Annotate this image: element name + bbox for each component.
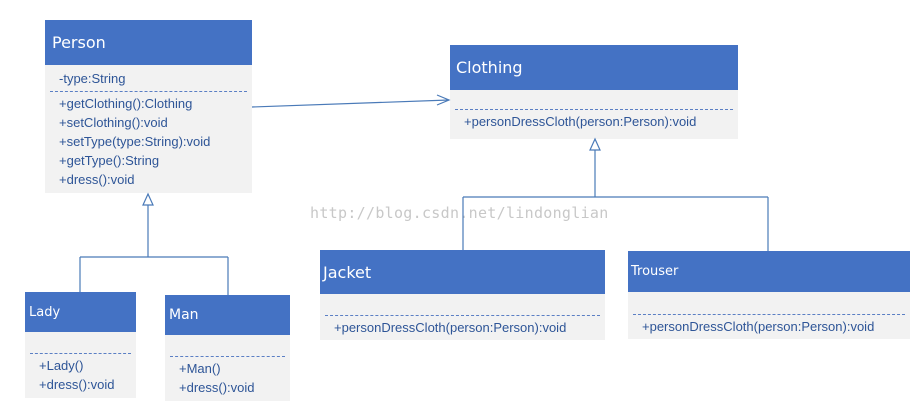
operation-section: +Lady() +dress():void bbox=[25, 354, 136, 396]
operation-get-type: +getType():String bbox=[59, 153, 160, 168]
class-person-body: -type:String +getClothing():Clothing +se… bbox=[45, 65, 252, 193]
class-jacket-body: +personDressCloth(person:Person):void bbox=[320, 294, 605, 340]
operation-get-clothing: +getClothing():Clothing bbox=[59, 96, 193, 111]
operation-section: +Man() +dress():void bbox=[165, 357, 290, 399]
section-divider bbox=[50, 91, 247, 92]
attribute-section: -type:String bbox=[45, 65, 252, 91]
inheritance-person bbox=[79, 192, 229, 295]
association-arrow bbox=[251, 94, 451, 108]
operation-person-dress-cloth: +personDressCloth(person:Person):void bbox=[334, 320, 567, 335]
operation-set-type: +setType(type:String):void bbox=[59, 134, 211, 149]
class-man[interactable]: Man +Man() +dress():void bbox=[165, 295, 290, 401]
class-trouser-title: Trouser bbox=[628, 251, 910, 292]
class-lady-title: Lady bbox=[25, 292, 136, 332]
inheritance-clothing bbox=[462, 137, 769, 251]
class-lady[interactable]: Lady +Lady() +dress():void bbox=[25, 292, 136, 398]
operation-person-dress-cloth: +personDressCloth(person:Person):void bbox=[464, 114, 697, 129]
operation-section: +personDressCloth(person:Person):void bbox=[320, 316, 605, 339]
attribute-type: -type:String bbox=[59, 71, 126, 86]
operation-dress: +dress():void bbox=[59, 172, 135, 187]
operation-section: +getClothing():Clothing +setClothing():v… bbox=[45, 92, 252, 191]
section-divider bbox=[30, 353, 131, 354]
class-jacket[interactable]: Jacket +personDressCloth(person:Person):… bbox=[320, 250, 605, 340]
operation-man-constructor: +Man() bbox=[179, 361, 221, 376]
operation-section: +personDressCloth(person:Person):void bbox=[450, 110, 738, 133]
class-clothing-body: +personDressCloth(person:Person):void bbox=[450, 90, 738, 139]
class-clothing-title: Clothing bbox=[450, 45, 738, 90]
class-man-body: +Man() +dress():void bbox=[165, 335, 290, 401]
operation-set-clothing: +setClothing():void bbox=[59, 115, 168, 130]
operation-lady-constructor: +Lady() bbox=[39, 358, 84, 373]
class-trouser[interactable]: Trouser +personDressCloth(person:Person)… bbox=[628, 251, 910, 339]
class-man-title: Man bbox=[165, 295, 290, 335]
operation-dress: +dress():void bbox=[179, 380, 255, 395]
operation-section: +personDressCloth(person:Person):void bbox=[628, 315, 910, 338]
operation-person-dress-cloth: +personDressCloth(person:Person):void bbox=[642, 319, 875, 334]
class-trouser-body: +personDressCloth(person:Person):void bbox=[628, 292, 910, 339]
section-divider bbox=[170, 356, 285, 357]
section-divider bbox=[633, 314, 905, 315]
class-person-title: Person bbox=[45, 20, 252, 65]
section-divider bbox=[325, 315, 600, 316]
class-clothing[interactable]: Clothing +personDressCloth(person:Person… bbox=[450, 45, 738, 139]
watermark: http://blog.csdn.net/lindonglian bbox=[310, 204, 609, 222]
section-divider bbox=[455, 109, 733, 110]
class-person[interactable]: Person -type:String +getClothing():Cloth… bbox=[45, 20, 252, 193]
operation-dress: +dress():void bbox=[39, 377, 115, 392]
class-lady-body: +Lady() +dress():void bbox=[25, 332, 136, 398]
class-jacket-title: Jacket bbox=[320, 250, 605, 294]
